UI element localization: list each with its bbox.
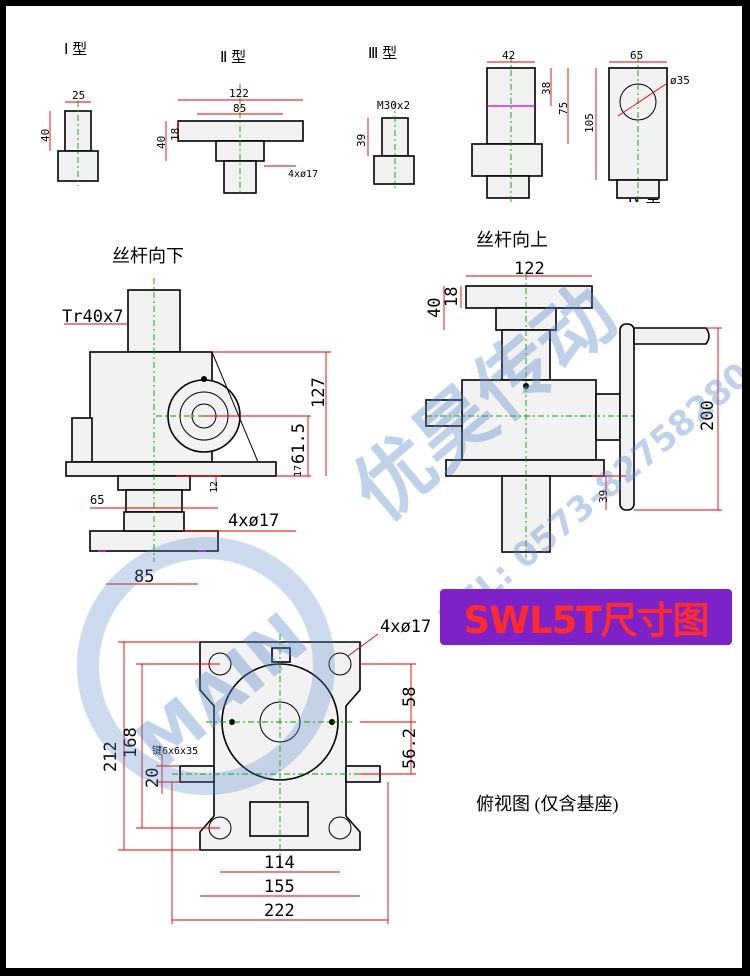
h56-2-dim: 56.2 <box>400 728 420 769</box>
up-h40-dim: 40 <box>425 298 445 318</box>
type-4-side: 42 38 75 <box>471 49 570 202</box>
watermark-gear-logo: MAIN <box>77 537 335 795</box>
w114-dim: 114 <box>264 853 295 873</box>
title-banner: SWL5T尺寸图 <box>440 589 732 645</box>
technical-drawing: Ⅰ 型 Ⅱ 型 Ⅲ 型 Ⅳ 型 25 40 122 85 40 18 4xø17… <box>39 41 742 924</box>
t4-b-dia-dim: ø35 <box>670 74 690 87</box>
h168-dim: 168 <box>121 727 141 758</box>
screw-up-view: 122 40 18 200 39 <box>425 259 722 558</box>
w222-dim: 222 <box>264 901 295 921</box>
h58-dim: 58 <box>400 687 420 707</box>
h212-dim: 212 <box>101 741 121 772</box>
t4-a-38-dim: 38 <box>540 82 553 95</box>
type-2-end: 122 85 40 18 4xø17 <box>155 84 318 196</box>
plan-holes-dim: 4xø17 <box>380 617 431 637</box>
h127-dim: 127 <box>309 377 329 408</box>
t1-height-dim: 40 <box>39 129 52 142</box>
w122-dim: 122 <box>514 259 545 279</box>
title-text: SWL5T尺寸图 <box>463 599 709 642</box>
t2-inner-dim: 85 <box>233 102 246 115</box>
plan-view: 4xø17 58 56.2 212 168 20 键6x6x35 114 155… <box>101 617 431 924</box>
up-h18-dim: 18 <box>442 287 462 307</box>
top-view-title: 俯视图 (仅含基座) <box>476 794 619 815</box>
h12-dim: 12 <box>209 481 220 493</box>
type-3-end: M30x2 39 <box>355 99 415 188</box>
w155-dim: 155 <box>264 877 295 897</box>
t2-holes-dim: 4xø17 <box>288 169 318 180</box>
w85-dim: 85 <box>134 567 154 587</box>
screw-down-title: 丝杆向下 <box>112 246 184 266</box>
h200-dim: 200 <box>698 400 718 431</box>
t3-thread-dim: M30x2 <box>377 99 410 112</box>
screw-up-title: 丝杆向上 <box>476 230 548 250</box>
h17-dim: 17 <box>293 465 304 477</box>
thread-dim: Tr40x7 <box>62 307 123 327</box>
t2-h40-dim: 40 <box>155 136 168 149</box>
h20-dim: 20 <box>143 768 163 788</box>
h39-dim: 39 <box>597 490 610 503</box>
h61-5-dim: 61.5 <box>289 423 309 464</box>
type-2-label: Ⅱ 型 <box>220 49 246 66</box>
type-3-label: Ⅲ 型 <box>368 45 397 62</box>
type-4-front: 65 ø35 105 <box>583 49 690 202</box>
key-dim: 键6x6x35 <box>152 744 198 757</box>
t4-b-105-dim: 105 <box>583 113 596 133</box>
t1-width-dim: 25 <box>72 89 85 102</box>
left-holes-dim: 4xø17 <box>228 511 279 531</box>
drawing-sheet: Ⅰ 型 Ⅱ 型 Ⅲ 型 Ⅳ 型 25 40 122 85 40 18 4xø17… <box>6 6 742 968</box>
screw-down-view: Tr40x7 127 61.5 17 12 65 4xø17 85 <box>62 278 331 587</box>
t2-h18-dim: 18 <box>169 128 182 141</box>
type-1-label: Ⅰ 型 <box>64 41 87 58</box>
t3-height-dim: 39 <box>355 134 368 147</box>
t4-a-width-dim: 42 <box>502 49 515 62</box>
w65-dim: 65 <box>90 493 104 507</box>
t4-a-75-dim: 75 <box>557 102 570 115</box>
t2-outer-dim: 122 <box>229 87 249 100</box>
type-1-end: 25 40 <box>39 89 99 186</box>
t4-b-width-dim: 65 <box>630 49 643 62</box>
